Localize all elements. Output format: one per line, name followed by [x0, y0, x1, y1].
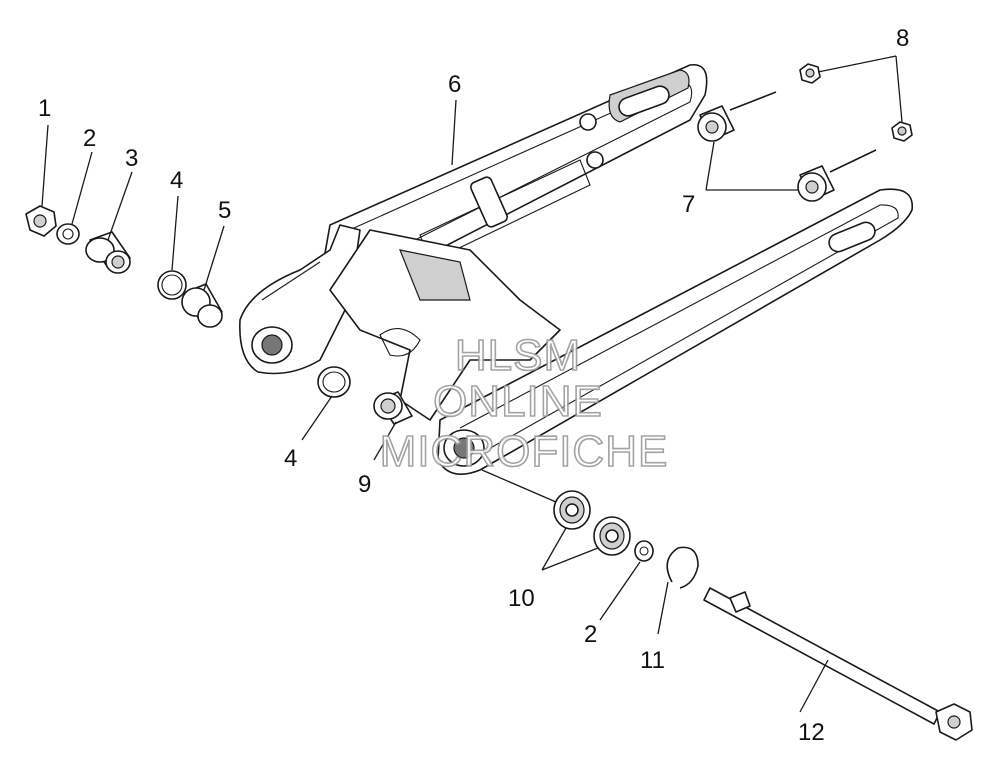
watermark-line-3: MICROFICHE — [380, 427, 669, 476]
callout-9: 9 — [358, 471, 371, 498]
ring-part-4-upper — [157, 270, 187, 300]
callout-8: 8 — [896, 25, 909, 52]
callout-7: 7 — [682, 191, 695, 218]
swingarm-lower-arm — [437, 188, 913, 476]
callout-labels: 1 2 3 4 5 6 7 8 4 9 10 2 11 12 — [38, 25, 909, 746]
bearing-part-10-a — [553, 490, 591, 530]
callout-11: 11 — [640, 647, 665, 674]
circlip-part-11 — [666, 546, 699, 589]
watermark-line-2: ONLINE — [433, 377, 603, 426]
bearing-part-10-b — [593, 516, 631, 556]
swingarm-cross-member — [329, 229, 561, 421]
leader-lines — [41, 55, 903, 713]
callout-2-lower: 2 — [584, 621, 597, 648]
callout-12: 12 — [798, 719, 825, 746]
bushing-part-5 — [181, 283, 223, 328]
nut-part-8-lower — [891, 121, 913, 142]
callout-4-upper: 4 — [170, 167, 183, 194]
collar-part-9 — [373, 391, 413, 425]
ring-part-4-lower — [317, 366, 351, 398]
callout-1: 1 — [38, 95, 51, 122]
axle-bolt-part-12 — [703, 587, 973, 741]
callout-10: 10 — [508, 585, 535, 612]
swingarm-upper-arm — [321, 64, 708, 294]
watermark: HLSM ONLINE MICROFICHE — [379, 330, 669, 477]
washer-part-2-lower — [634, 540, 654, 562]
nut-part-1 — [25, 205, 57, 237]
callout-3: 3 — [125, 145, 138, 172]
adjuster-part-7-lower — [797, 149, 877, 202]
spacer-part-3 — [85, 231, 131, 274]
nut-part-8-upper — [799, 63, 821, 84]
callout-4-lower: 4 — [284, 445, 297, 472]
callout-5: 5 — [218, 197, 231, 224]
watermark-line-1: HLSM — [455, 331, 581, 380]
washer-part-2-upper — [56, 223, 80, 245]
callout-6: 6 — [448, 71, 461, 98]
swingarm-pivot-block — [239, 224, 361, 375]
callout-2-upper: 2 — [83, 125, 96, 152]
adjuster-part-7-upper — [697, 91, 777, 142]
